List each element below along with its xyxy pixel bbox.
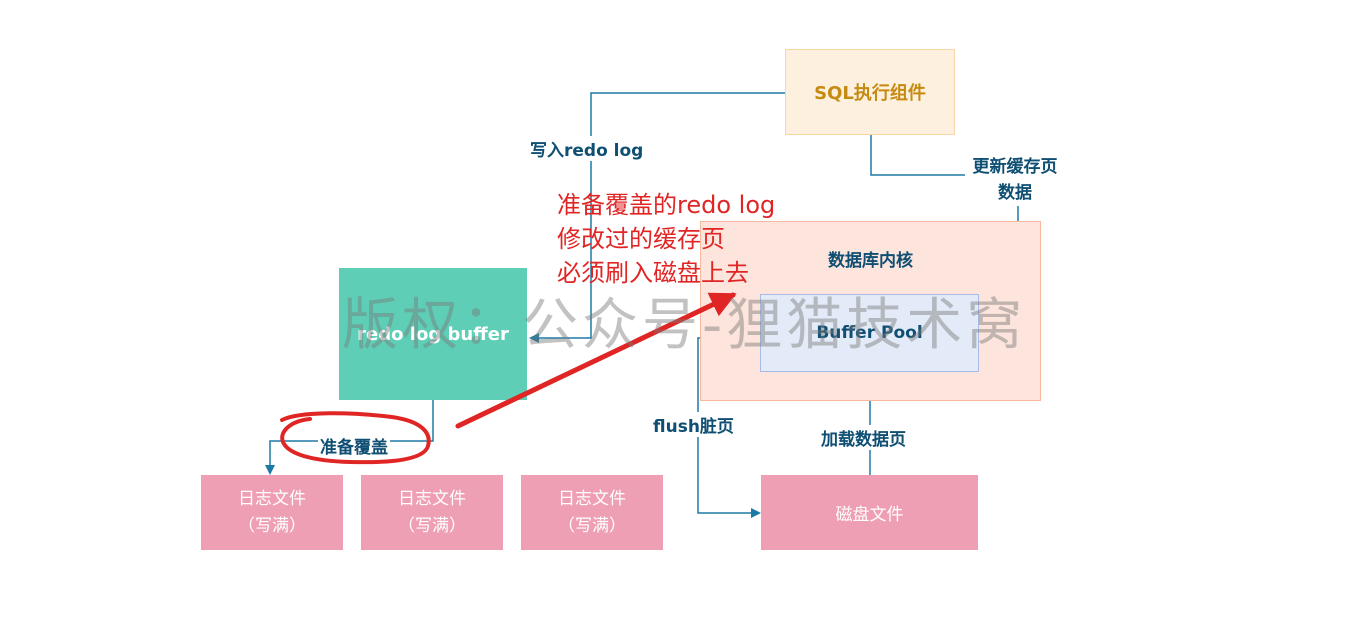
annotation-line-2: 修改过的缓存页 — [557, 225, 725, 253]
annotation-line-3: 必须刷入磁盘上去 — [557, 259, 749, 287]
load-page-label: 加载数据页 — [821, 425, 906, 450]
write-redo-label: 写入redo log — [530, 136, 644, 161]
log-file-3: 日志文件 （写满） — [521, 475, 663, 550]
db-kernel-label: 数据库内核 — [828, 251, 913, 271]
log-file-title: 日志文件 — [398, 488, 466, 509]
annotation-note: 准备覆盖的redo log 修改过的缓存页 必须刷入磁盘上去 — [557, 188, 775, 290]
disk-file-box: 磁盘文件 — [761, 475, 978, 550]
log-file-status: （写满） — [558, 515, 626, 536]
sql-executor-box: SQL执行组件 — [785, 49, 955, 135]
annotation-line-1: 准备覆盖的redo log — [557, 191, 776, 219]
annotation-arrow — [455, 292, 737, 429]
redo-log-buffer-box: redo log buffer — [339, 268, 527, 400]
buffer-pool-label: Buffer Pool — [816, 323, 923, 343]
highlight-circle — [280, 411, 431, 465]
sql-executor-label: SQL执行组件 — [814, 83, 926, 104]
log-file-title: 日志文件 — [558, 488, 626, 509]
update-cache-label: 更新缓存页 数据 — [965, 154, 1065, 206]
update-cache-label-line2: 数据 — [998, 183, 1032, 203]
disk-file-label: 磁盘文件 — [835, 505, 904, 525]
log-file-1: 日志文件 （写满） — [201, 475, 343, 550]
copyright-watermark: 版权：公众号-狸猫技术窝 — [342, 293, 1027, 358]
log-file-status: （写满） — [398, 515, 466, 536]
log-file-title: 日志文件 — [238, 488, 306, 509]
flush-label: flush脏页 — [653, 412, 734, 437]
redo-log-buffer-label: redo log buffer — [357, 323, 509, 345]
log-file-2: 日志文件 （写满） — [361, 475, 503, 550]
prepare-overwrite-label: 准备覆盖 — [318, 433, 390, 458]
update-cache-label-line1: 更新缓存页 — [972, 157, 1058, 177]
log-file-status: （写满） — [238, 515, 306, 536]
buffer-pool-box: Buffer Pool — [760, 294, 979, 372]
write-redo-connector — [529, 92, 785, 343]
